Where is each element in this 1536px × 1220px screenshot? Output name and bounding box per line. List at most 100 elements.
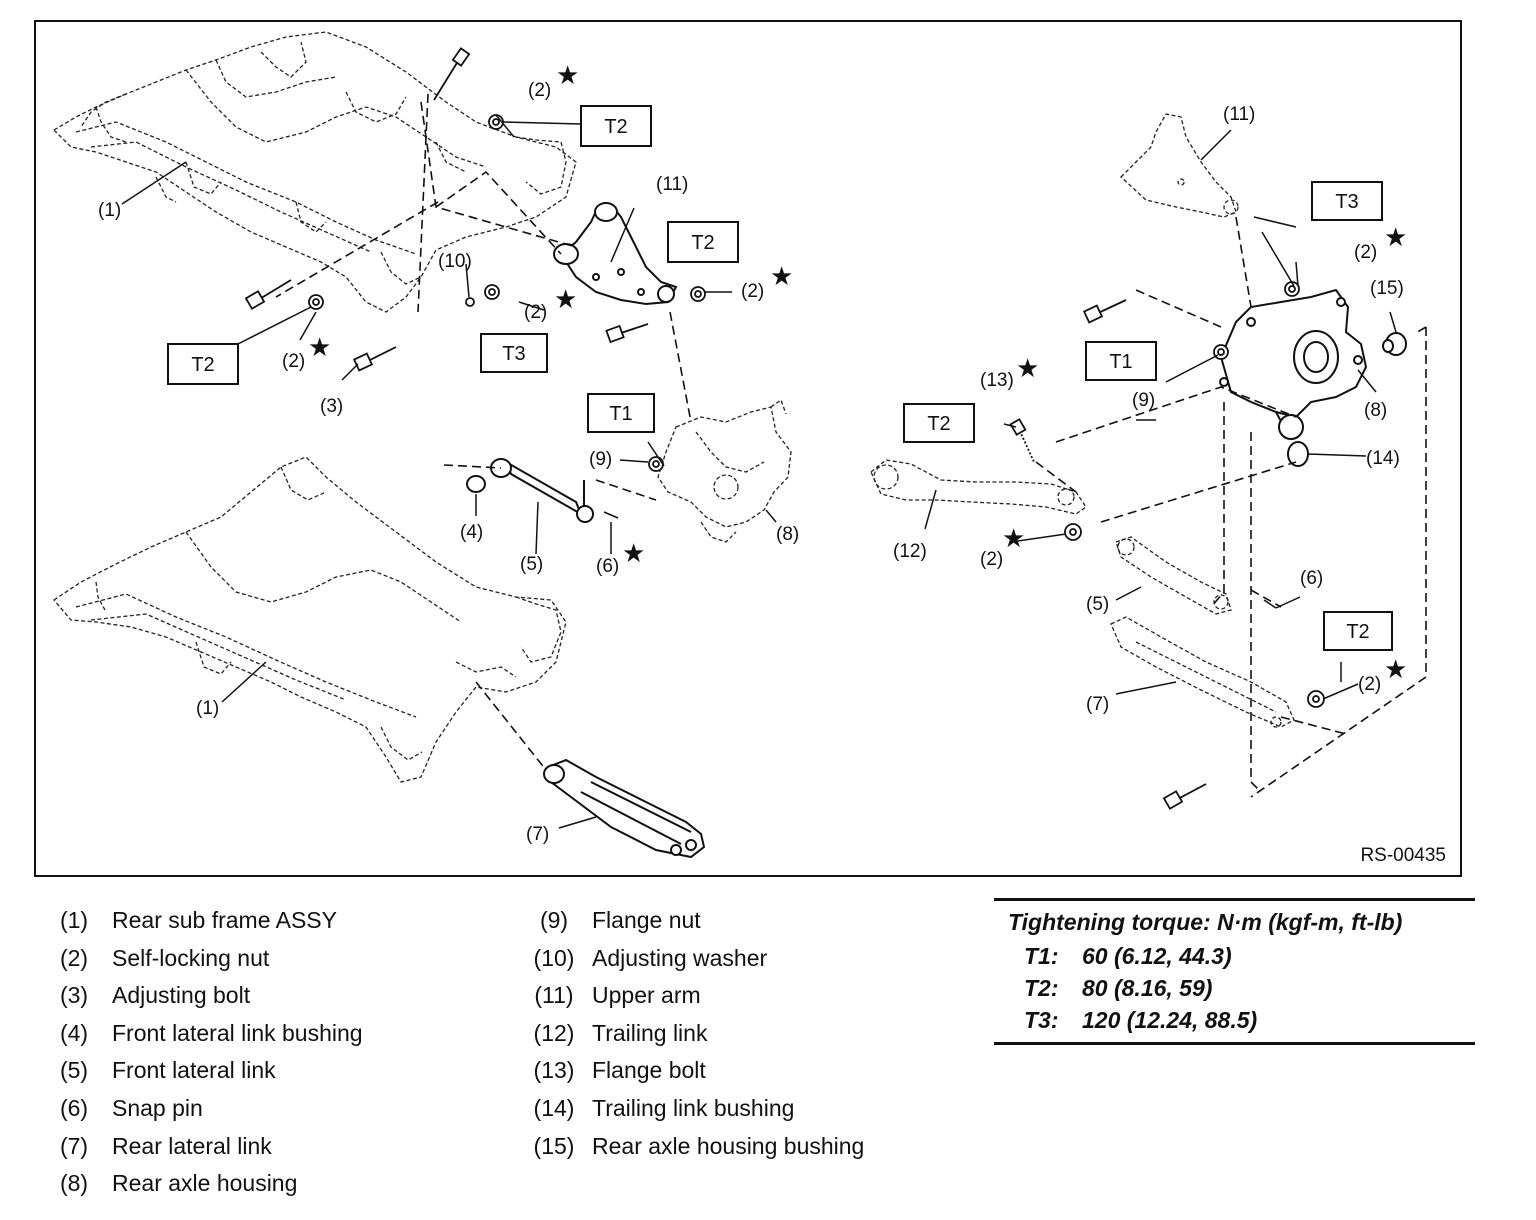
torque-box: T1 — [1085, 341, 1157, 381]
callout-label: (8) — [1364, 400, 1387, 421]
legend-item: (7)Rear lateral link — [59, 1132, 272, 1159]
torque-box: T2 — [667, 221, 739, 263]
torque-row: T2:80 (8.16, 59) — [1024, 975, 1213, 1001]
torque-box: T1 — [587, 393, 655, 433]
torque-box: T2 — [580, 105, 652, 147]
legend-left: (1)Rear sub frame ASSY (2)Self-locking n… — [42, 902, 363, 1203]
rear-axle-housing-left — [657, 398, 792, 543]
tightening-torque-table: Tightening torque: N·m (kgf-m, ft-lb) T1… — [994, 898, 1475, 1045]
legend-item: (2)Self-locking nut — [59, 944, 270, 971]
callout-label: (9) — [1132, 390, 1155, 411]
svg-text:T3: T3 — [502, 343, 525, 365]
callout-label: (1) — [196, 698, 219, 719]
callout-label: (11) — [1223, 104, 1255, 125]
front-lateral-link-right — [1115, 536, 1232, 615]
star-icon: ★ — [1002, 523, 1025, 553]
legend-right: (9)Flange nut (10)Adjusting washer (11)U… — [522, 902, 865, 1165]
torque-row: T1:60 (6.12, 44.3) — [1024, 943, 1232, 969]
torque-title: Tightening torque: N·m (kgf-m, ft-lb) — [1008, 909, 1403, 935]
callout-label: (1) — [98, 200, 121, 221]
callout-label: (6) — [596, 556, 619, 577]
star-icon: ★ — [1384, 654, 1407, 684]
suspension-exploded-diagram: T2 T2 T2 T3 T1 T3 — [52, 31, 1427, 859]
legend-item: (5)Front lateral link — [59, 1057, 276, 1084]
callout-label: (15) — [1370, 278, 1404, 299]
svg-text:T2: T2 — [1346, 621, 1369, 643]
rear-lateral-link-left — [543, 758, 706, 859]
trailing-link — [870, 459, 1087, 515]
svg-text:T1: T1 — [609, 403, 632, 425]
callout-label: (4) — [460, 522, 483, 543]
callout-label: (7) — [1086, 694, 1109, 715]
rear-sub-frame-lower — [53, 456, 567, 783]
legend-item: (11)Upper arm — [534, 982, 701, 1009]
svg-text:T1: T1 — [1109, 351, 1132, 373]
legend-item: (6)Snap pin — [59, 1094, 203, 1121]
torque-box: T2 — [167, 343, 239, 385]
torque-row: T3:120 (12.24, 88.5) — [1024, 1007, 1258, 1033]
legend-item: (8)Rear axle housing — [59, 1170, 298, 1197]
rear-sub-frame-upper — [52, 31, 577, 313]
rear-lateral-link-right — [1110, 616, 1295, 728]
star-icon: ★ — [622, 538, 645, 568]
star-icon: ★ — [556, 60, 579, 90]
torque-box: T3 — [480, 333, 548, 373]
legend-item: (9)Flange nut — [539, 907, 701, 933]
front-lateral-link — [466, 458, 594, 523]
callout-label: (9) — [589, 449, 612, 470]
callout-label: (3) — [320, 396, 343, 417]
callout-label: (2) — [528, 80, 551, 101]
diagram-frame: T2 T2 T2 T3 T1 T3 — [34, 20, 1462, 877]
table-rule-bottom — [994, 1042, 1475, 1045]
callout-label: (2) — [1358, 674, 1381, 695]
callout-label: (2) — [980, 549, 1003, 570]
table-rule-top — [994, 898, 1475, 901]
callout-label: (10) — [438, 251, 472, 272]
svg-text:T3: T3 — [1335, 191, 1358, 213]
callout-label: (5) — [1086, 594, 1109, 615]
replacement-star-marks: ★ ★ ★ ★ ★ ★ ★ ★ ★ — [308, 60, 1407, 684]
legend-item: (13)Flange bolt — [533, 1057, 706, 1084]
legend-item: (3)Adjusting bolt — [59, 982, 251, 1009]
rear-axle-housing-right — [1219, 288, 1368, 433]
star-icon: ★ — [308, 332, 331, 362]
callout-label: (2) — [1354, 242, 1377, 263]
callouts-left: (1) (2) (2) (2) (3) (10) (11) (2) (4) (5… — [98, 80, 799, 845]
leader-lines — [121, 114, 1397, 829]
legend-item: (1)Rear sub frame ASSY — [59, 907, 337, 933]
bushing-15 — [1382, 332, 1407, 356]
svg-text:T2: T2 — [604, 116, 627, 138]
callout-label: (2) — [282, 351, 305, 372]
snap-pins — [603, 511, 1277, 609]
torque-box: T2 — [1323, 611, 1393, 651]
assembly-lines — [275, 93, 1427, 798]
legend-item: (15)Rear axle housing bushing — [533, 1132, 865, 1159]
callout-label: (7) — [526, 824, 549, 845]
legend-item: (12)Trailing link — [533, 1019, 708, 1046]
star-icon: ★ — [770, 261, 793, 291]
upper-arm-right — [1120, 113, 1239, 218]
callout-label: (5) — [520, 554, 543, 575]
legend-item: (10)Adjusting washer — [533, 944, 768, 971]
bushing-14 — [1278, 414, 1309, 467]
torque-box: T2 — [903, 403, 975, 443]
torque-boxes: T2 T2 T2 T3 T1 T3 — [167, 105, 1393, 651]
callout-label: (12) — [893, 541, 927, 562]
legend-item: (4)Front lateral link bushing — [59, 1019, 363, 1046]
callout-label: (11) — [656, 174, 688, 195]
star-icon: ★ — [1016, 353, 1039, 383]
star-icon: ★ — [1384, 222, 1407, 252]
svg-text:T2: T2 — [927, 413, 950, 435]
legend-item: (14)Trailing link bushing — [533, 1094, 795, 1121]
star-icon: ★ — [554, 284, 577, 314]
svg-text:T2: T2 — [191, 354, 214, 376]
svg-text:T2: T2 — [691, 232, 714, 254]
upper-arm-left — [553, 202, 678, 306]
torque-box: T3 — [1311, 181, 1383, 221]
callout-label: (14) — [1366, 448, 1400, 469]
figure-code: RS-00435 — [1360, 845, 1446, 866]
callout-label: (13) — [980, 370, 1014, 391]
callout-label: (8) — [776, 524, 799, 545]
callout-label: (2) — [524, 302, 547, 323]
bolts-and-nuts — [244, 47, 1325, 810]
